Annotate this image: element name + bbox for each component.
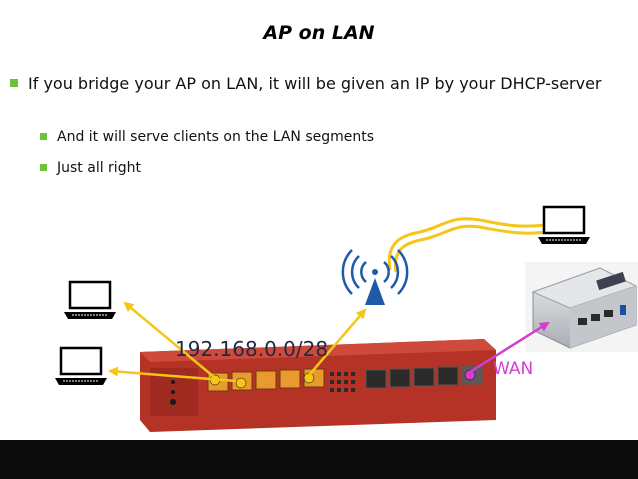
bullet-text: And it will serve clients on the LAN seg… bbox=[57, 129, 375, 145]
bullet-item: If you bridge your AP on LAN, it will be… bbox=[10, 72, 610, 95]
wan-modem-image bbox=[525, 262, 638, 352]
router-port-group-fast bbox=[365, 365, 483, 389]
lan-link-arrows bbox=[108, 301, 367, 383]
bullet-marker bbox=[40, 133, 47, 140]
bullet-marker bbox=[40, 164, 47, 171]
sub-bullet-item: And it will serve clients on the LAN seg… bbox=[40, 127, 374, 147]
wan-port-marker bbox=[464, 369, 476, 381]
wireless-ap-icon bbox=[341, 249, 409, 305]
laptop-icon bbox=[55, 346, 107, 385]
wan-label: WAN bbox=[493, 359, 533, 379]
subnet-label: 192.168.0.0/28 bbox=[175, 337, 328, 361]
laptop-icon bbox=[64, 280, 116, 319]
wireless-cable bbox=[387, 217, 548, 273]
router-led-grid bbox=[330, 372, 355, 392]
slide-title: AP on LAN bbox=[263, 22, 375, 44]
bullet-marker bbox=[10, 79, 18, 87]
bullet-text: Just all right bbox=[57, 160, 141, 176]
wan-link-arrow bbox=[469, 321, 550, 374]
bullet-text: If you bridge your AP on LAN, it will be… bbox=[28, 74, 602, 93]
laptop-icon bbox=[538, 205, 590, 244]
footer-bar bbox=[0, 440, 638, 479]
sub-bullet-item: Just all right bbox=[40, 158, 141, 178]
